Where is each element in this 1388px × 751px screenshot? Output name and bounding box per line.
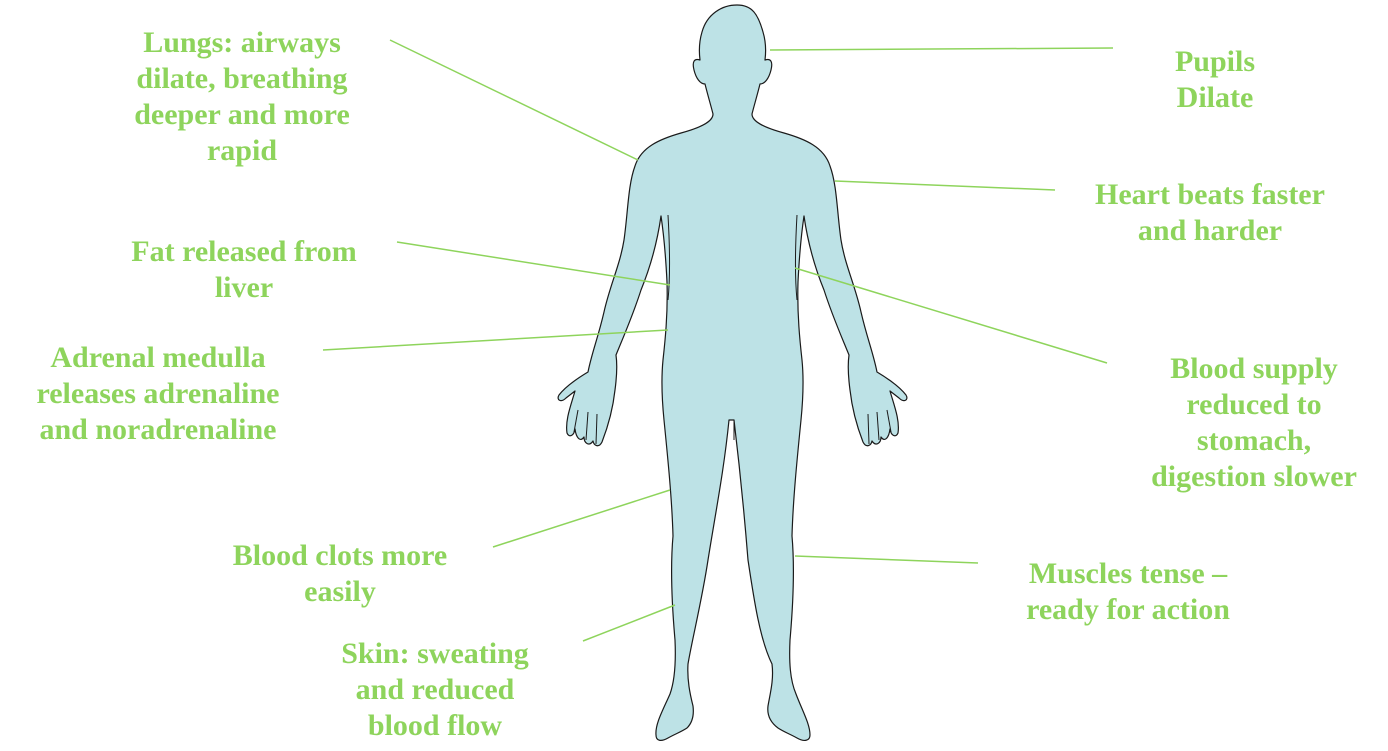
leader-line-lungs: [390, 40, 638, 160]
label-lungs: Lungs: airways dilate, breathing deeper …: [108, 25, 376, 169]
leader-line-heart: [835, 181, 1055, 190]
label-heart-line-2: and harder: [1060, 213, 1360, 249]
label-clots-line-2: easily: [195, 574, 485, 610]
label-skin-line-1: Skin: sweating: [300, 636, 570, 672]
label-blood-supply-line-3: stomach,: [1120, 423, 1388, 459]
label-skin: Skin: sweating and reduced blood flow: [300, 636, 570, 744]
leader-line-muscles: [795, 556, 978, 563]
label-fat-released: Fat released from liver: [100, 234, 388, 306]
label-adrenal-medulla: Adrenal medulla releases adrenaline and …: [0, 340, 316, 448]
label-skin-line-2: and reduced: [300, 672, 570, 708]
label-blood-supply-line-1: Blood supply: [1120, 351, 1388, 387]
label-muscles: Muscles tense – ready for action: [990, 556, 1266, 628]
label-clots-line-1: Blood clots more: [195, 538, 485, 574]
label-pupils: Pupils Dilate: [1120, 44, 1310, 116]
label-lungs-line-3: deeper and more: [108, 97, 376, 133]
label-adrenal-line-3: and noradrenaline: [0, 412, 316, 448]
label-muscles-line-2: ready for action: [990, 592, 1266, 628]
label-skin-line-3: blood flow: [300, 708, 570, 744]
label-lungs-line-1: Lungs: airways: [108, 25, 376, 61]
leader-line-skin: [583, 605, 675, 641]
label-lungs-line-4: rapid: [108, 133, 376, 169]
label-muscles-line-1: Muscles tense –: [990, 556, 1266, 592]
leader-line-pupils: [770, 48, 1113, 50]
label-adrenal-line-2: releases adrenaline: [0, 376, 316, 412]
label-fat-line-2: liver: [100, 270, 388, 306]
label-blood-clots: Blood clots more easily: [195, 538, 485, 610]
label-pupils-line-2: Dilate: [1120, 80, 1310, 116]
label-blood-supply: Blood supply reduced to stomach, digesti…: [1120, 351, 1388, 495]
label-adrenal-line-1: Adrenal medulla: [0, 340, 316, 376]
label-blood-supply-line-4: digestion slower: [1120, 459, 1388, 495]
label-pupils-line-1: Pupils: [1120, 44, 1310, 80]
leader-line-clots: [493, 490, 670, 547]
label-heart: Heart beats faster and harder: [1060, 177, 1360, 249]
label-fat-line-1: Fat released from: [100, 234, 388, 270]
label-lungs-line-2: dilate, breathing: [108, 61, 376, 97]
label-blood-supply-line-2: reduced to: [1120, 387, 1388, 423]
label-heart-line-1: Heart beats faster: [1060, 177, 1360, 213]
